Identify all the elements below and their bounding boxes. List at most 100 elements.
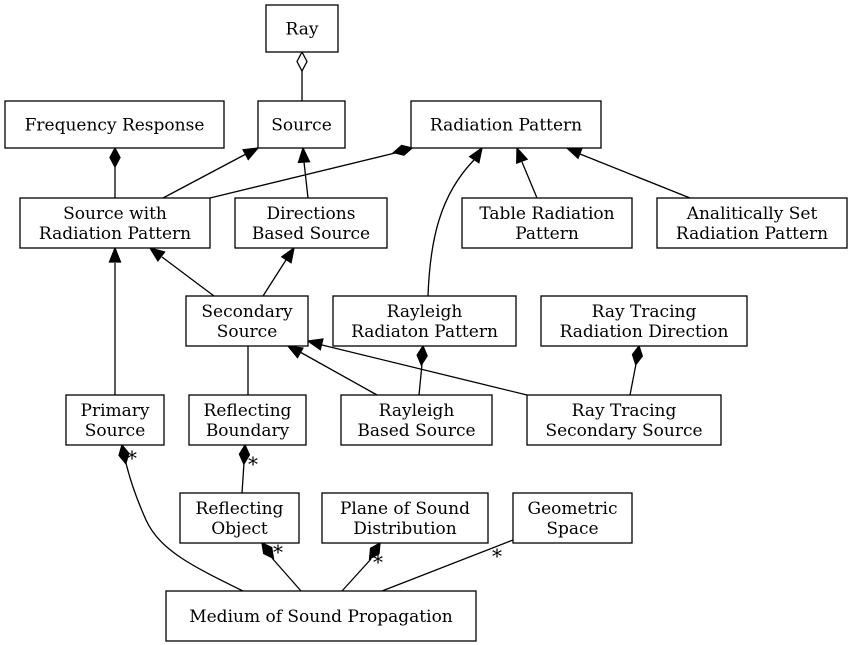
class-name-line: Distribution bbox=[353, 519, 457, 539]
composition-arrowhead bbox=[631, 344, 644, 366]
class-name-line: Radiation Pattern bbox=[39, 224, 191, 244]
composition-arrowhead bbox=[416, 344, 428, 367]
class-node-radiation-pattern: Radiation Pattern bbox=[410, 100, 602, 149]
edge-secondary-source-to-directions-based-source bbox=[262, 246, 295, 297]
class-box bbox=[461, 197, 633, 249]
edge-line bbox=[521, 161, 538, 199]
class-node-medium-of-sound-propagation: Medium of Sound Propagation bbox=[165, 590, 477, 642]
multiplicity-label: * bbox=[373, 550, 383, 574]
class-name-line: Radiation Pattern bbox=[430, 116, 582, 136]
edge-medium-of-sound-propagation-to-reflecting-object: * bbox=[261, 540, 302, 592]
edge-line bbox=[381, 539, 514, 592]
edge-ray-tracing-secondary-source-to-ray-tracing-radiation-direction bbox=[629, 344, 644, 396]
class-box bbox=[19, 197, 211, 249]
class-box bbox=[257, 100, 346, 149]
edge-source-with-radiation-pattern-to-radiation-pattern bbox=[209, 144, 414, 199]
edge-line bbox=[241, 462, 245, 494]
class-box bbox=[321, 492, 489, 544]
class-name-line: Ray Tracing bbox=[572, 401, 677, 421]
composition-arrowhead bbox=[118, 443, 130, 465]
class-name-line: Directions bbox=[267, 204, 356, 224]
edge-directions-based-source-to-source bbox=[297, 146, 311, 199]
edge-line bbox=[321, 344, 528, 396]
edge-line bbox=[299, 351, 378, 396]
edge-rayleigh-radiaton-pattern-to-radiation-pattern bbox=[427, 146, 483, 297]
class-name-line: Based Source bbox=[357, 421, 475, 441]
class-box bbox=[332, 295, 517, 347]
class-box bbox=[340, 394, 493, 446]
class-box bbox=[265, 4, 339, 53]
class-node-frequency-response: Frequency Response bbox=[4, 100, 225, 149]
edges-layer: * * * * * bbox=[108, 50, 691, 592]
class-box bbox=[185, 295, 309, 347]
edge-line bbox=[125, 462, 244, 592]
multiplicity-label: * bbox=[492, 544, 502, 568]
class-name-line: Medium of Sound Propagation bbox=[189, 607, 453, 627]
class-name-line: Source with bbox=[63, 204, 167, 224]
edge-line bbox=[427, 159, 475, 297]
edge-medium-of-sound-propagation-to-plane-of-sound-distribution: * bbox=[341, 541, 383, 592]
generalization-arrowhead bbox=[286, 345, 304, 359]
class-name-line: Ray Tracing bbox=[592, 302, 697, 322]
multiplicity-label: * bbox=[273, 540, 283, 564]
class-box bbox=[410, 100, 602, 149]
generalization-arrowhead bbox=[306, 338, 324, 351]
class-box bbox=[65, 394, 165, 446]
edge-line bbox=[161, 256, 215, 297]
edge-line bbox=[262, 259, 287, 297]
edge-table-radiation-pattern-to-radiation-pattern bbox=[516, 146, 538, 199]
class-name-line: Geometric bbox=[528, 499, 618, 519]
class-name-line: Source bbox=[271, 116, 332, 136]
generalization-arrowhead bbox=[565, 147, 584, 160]
composition-arrowhead bbox=[261, 541, 275, 560]
class-name-line: Boundary bbox=[206, 421, 290, 441]
class-name-line: Radiation Pattern bbox=[676, 224, 828, 244]
composition-arrowhead bbox=[238, 443, 251, 466]
multiplicity-label: * bbox=[127, 446, 137, 470]
class-name-line: Plane of Sound bbox=[340, 499, 470, 519]
class-box bbox=[526, 394, 722, 446]
class-name-line: Object bbox=[211, 519, 268, 539]
generalization-arrowhead bbox=[148, 246, 166, 262]
edge-medium-of-sound-propagation-to-geometric-space: * bbox=[381, 539, 514, 592]
class-box bbox=[656, 197, 848, 249]
generalization-arrowhead bbox=[468, 146, 483, 164]
class-box bbox=[512, 492, 633, 544]
edge-medium-of-sound-propagation-to-primary-source: * bbox=[118, 443, 244, 592]
class-name-line: Secondary Source bbox=[545, 421, 702, 441]
class-name-line: Based Source bbox=[252, 224, 370, 244]
edge-secondary-source-to-source-with-radiation-pattern bbox=[148, 246, 215, 297]
class-name-line: Secondary bbox=[201, 302, 293, 322]
edge-reflecting-object-to-reflecting-boundary: * bbox=[238, 443, 258, 494]
class-name-line: Rayleigh bbox=[379, 401, 455, 421]
generalization-arrowhead bbox=[242, 147, 260, 161]
class-name-line: Reflecting bbox=[204, 401, 292, 421]
edge-line bbox=[418, 363, 423, 396]
edge-source-with-radiation-pattern-to-source bbox=[162, 147, 260, 199]
class-node-ray: Ray bbox=[265, 4, 339, 53]
aggregation-arrowhead bbox=[296, 50, 308, 73]
class-name-line: Source bbox=[217, 322, 278, 342]
multiplicity-label: * bbox=[248, 452, 258, 476]
edge-line bbox=[629, 363, 637, 396]
generalization-arrowhead bbox=[280, 246, 295, 264]
class-name-line: Radiation Direction bbox=[560, 322, 729, 342]
edge-line bbox=[209, 152, 396, 199]
class-name-line: Primary bbox=[81, 401, 150, 421]
generalization-arrowhead bbox=[516, 146, 529, 165]
edge-primary-source-to-source-with-radiation-pattern bbox=[108, 246, 122, 395]
